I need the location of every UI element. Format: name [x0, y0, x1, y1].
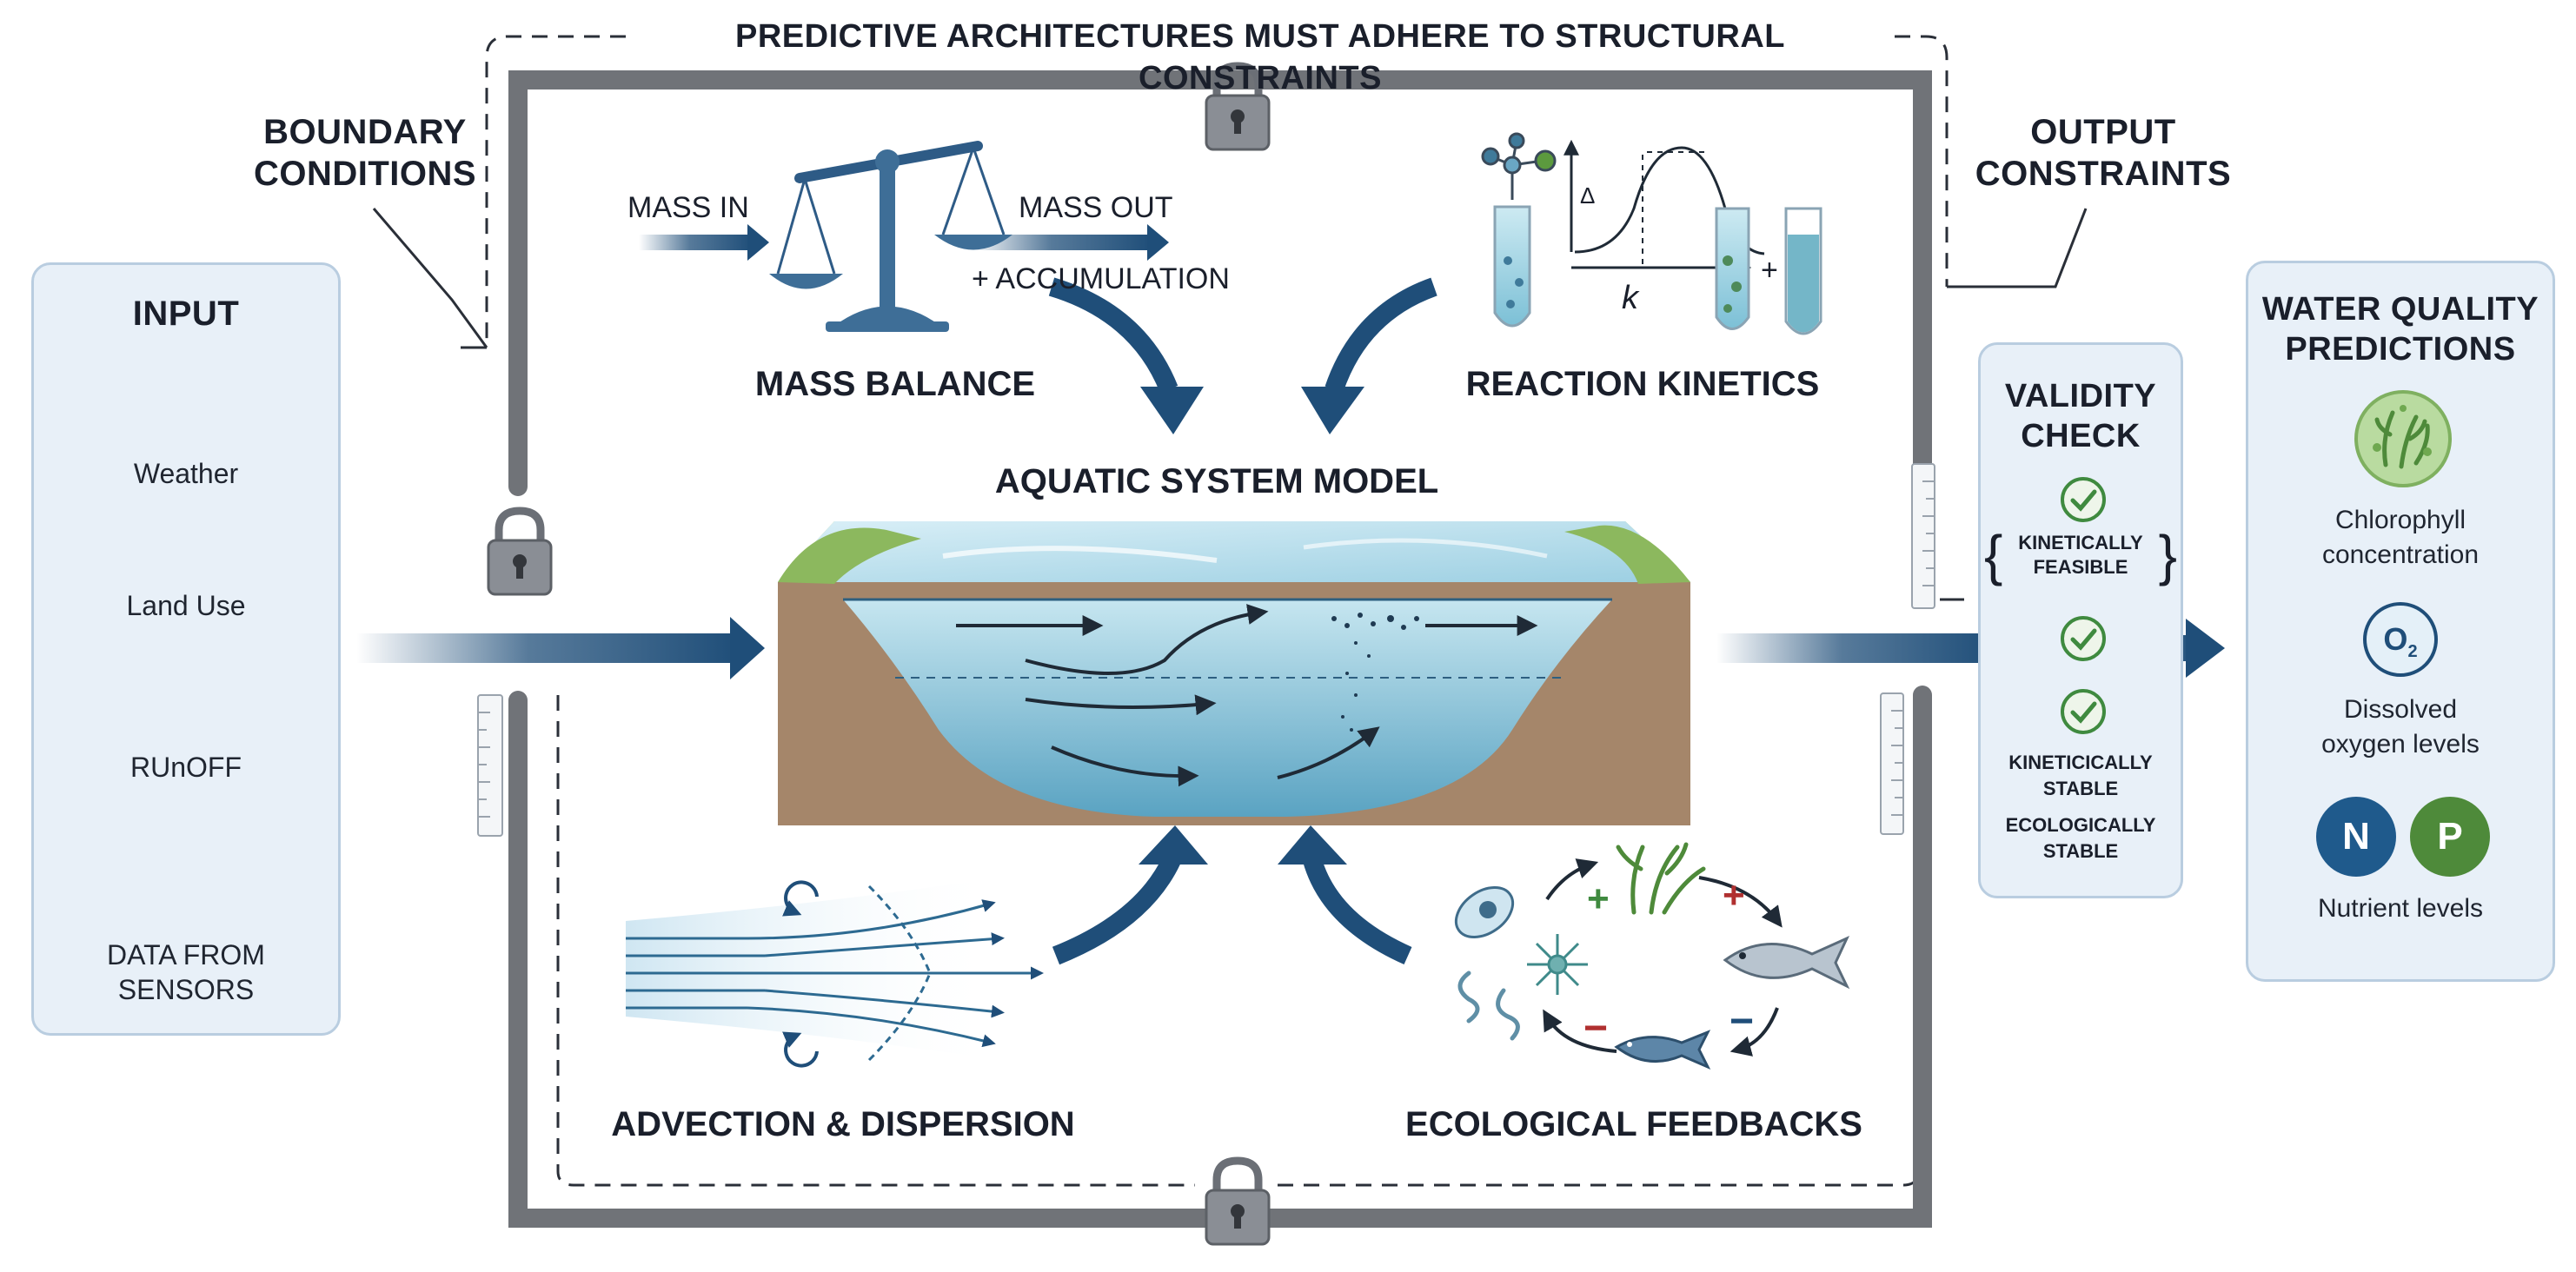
fish-small-icon	[1614, 1030, 1711, 1070]
constraints-banner: PREDICTIVE ARCHITECTURES MUST ADHERE TO …	[626, 16, 1895, 96]
accumulation-label: + ACCUMULATION	[972, 262, 1230, 295]
mass-in-arrow	[639, 224, 769, 261]
input-item-weather: Weather	[133, 458, 239, 489]
nitrogen-icon: N	[2316, 797, 2396, 877]
check-icon-2	[2061, 616, 2106, 661]
feedback-minus-red: −	[1583, 1005, 1609, 1051]
advection-dispersion-title: ADVECTION & DISPERSION	[611, 1105, 1075, 1143]
padlock-icon-top	[1205, 62, 1271, 151]
padlock-icon-left	[487, 507, 553, 596]
boundary-leader-line	[372, 208, 488, 348]
input-title: INPUT	[132, 295, 240, 333]
ecological-feedbacks-title: ECOLOGICAL FEEDBACKS	[1405, 1105, 1862, 1143]
check-icon-3	[2061, 689, 2106, 734]
oxygen-icon: O2	[2363, 602, 2438, 677]
test-tube-icon-reactant	[1493, 205, 1531, 328]
output-constraints-leader-line	[1947, 208, 2088, 288]
balance-scale-icon	[769, 141, 1012, 332]
reaction-plus-sign: +	[1761, 254, 1778, 287]
bacteria-icon	[1454, 885, 1515, 939]
aquatic-system-model-title: AQUATIC SYSTEM MODEL	[994, 462, 1439, 500]
model-to-validity-arrow	[1716, 617, 2021, 679]
reaction-kinetics-title: REACTION KINETICS	[1465, 365, 1820, 403]
rate-constant-symbol: k	[1622, 280, 1638, 316]
chlorophyll-icon	[2354, 390, 2452, 487]
check-icon-1	[2061, 477, 2106, 522]
ruler-right-upper	[1911, 463, 1935, 609]
ruler-right-lower	[1880, 692, 1904, 835]
ruler-left	[477, 694, 503, 837]
feedback-minus-blue: −	[1730, 998, 1755, 1044]
delta-symbol: Δ	[1580, 182, 1596, 209]
padlock-icon-bottom	[1205, 1156, 1271, 1246]
advection-dispersion-graphic	[626, 878, 1044, 1068]
aquatic-system-model-graphic	[778, 521, 1690, 825]
curved-arrows	[1048, 277, 1437, 965]
input-to-model-arrow	[356, 617, 765, 679]
nutrient-levels-label: Nutrient levels	[2317, 894, 2484, 923]
test-tube-icon-product	[1715, 207, 1750, 330]
ecological-feedback-graphic	[1454, 842, 1850, 1070]
feedback-plus-red: +	[1723, 874, 1745, 917]
mass-balance-title: MASS BALANCE	[754, 365, 1036, 403]
phosphorus-icon: P	[2410, 797, 2490, 877]
input-item-runoff: RUnOFF	[130, 752, 242, 783]
mass-in-label: MASS IN	[627, 191, 749, 224]
mass-out-label: MASS OUT	[1019, 191, 1173, 224]
input-item-land-use: Land Use	[126, 590, 246, 621]
worm-icon	[1457, 971, 1520, 1041]
feedback-plus-green: +	[1587, 878, 1610, 920]
plankton-icon	[1527, 934, 1588, 995]
molecule-icon	[1481, 132, 1557, 200]
fish-large-icon	[1723, 935, 1850, 990]
algae-icon	[1616, 842, 1706, 915]
test-tube-icon-solution	[1784, 207, 1822, 335]
mass-out-arrow	[969, 224, 1169, 261]
